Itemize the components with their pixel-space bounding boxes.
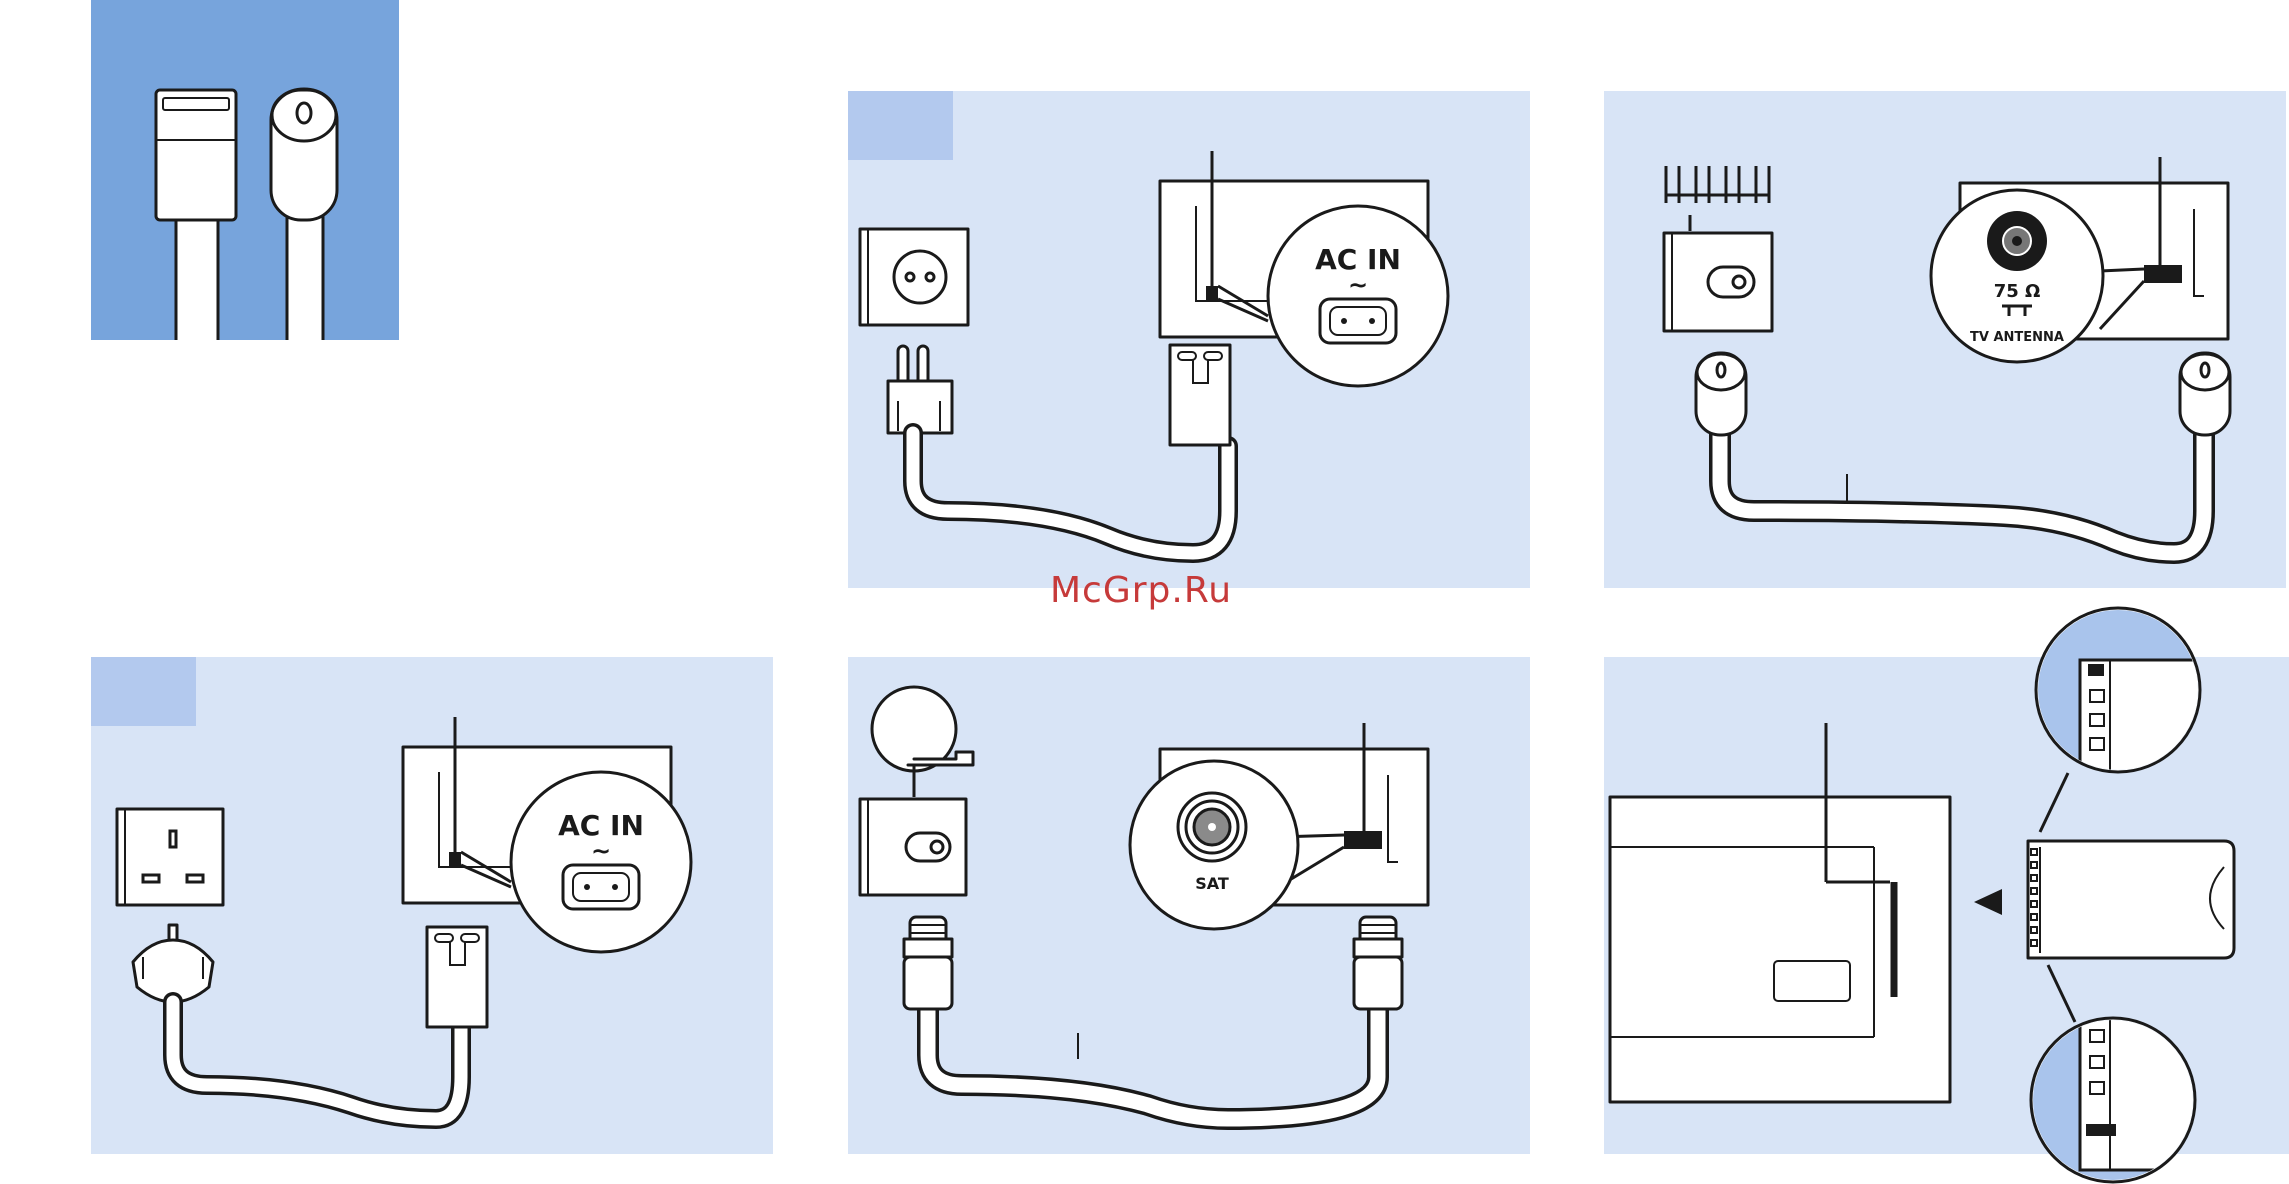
impedance-label: 75 Ω	[1994, 281, 2041, 302]
ac-symbol: ~	[591, 837, 611, 865]
panel-uk-power: AC IN ~	[91, 657, 773, 1154]
coax-connector-icon	[271, 90, 337, 220]
eu-power-illustration: AC IN ~	[848, 91, 1530, 588]
antenna-wall-outlet-icon	[1664, 233, 1772, 331]
coax-plug-right-icon	[2180, 353, 2230, 435]
sat-label: SAT	[1195, 874, 1229, 893]
tv-antenna-label: TV ANTENNA	[1970, 330, 2064, 345]
ac-inlet-icon	[1320, 299, 1396, 343]
panel-satellite: SAT	[848, 657, 1530, 1154]
uk-wall-socket-icon	[117, 809, 223, 905]
panel-antenna: 75 Ω TV ANTENNA	[1604, 91, 2286, 588]
cable-ends-illustration	[91, 0, 399, 340]
card-bottom-magnifier-icon	[2020, 1010, 2230, 1184]
ac-inlet-icon	[563, 865, 639, 909]
card-top-magnifier-icon	[2030, 600, 2230, 800]
f-plug-left-icon	[904, 917, 952, 1009]
ac-symbol: ~	[1348, 271, 1368, 299]
watermark-text: McGrp.Ru	[1050, 570, 1232, 611]
f-plug-right-icon	[1354, 917, 1402, 1009]
hero-cable-block	[91, 0, 399, 340]
tv-side-icon	[1610, 797, 1950, 1102]
satellite-dish-icon	[872, 687, 973, 797]
card-orientation-magnifiers	[1990, 600, 2230, 1184]
satellite-illustration: SAT	[848, 657, 1530, 1154]
coax-plug-left-icon	[1696, 353, 1746, 435]
uk-power-illustration: AC IN ~	[91, 657, 773, 1154]
antenna-icon	[1666, 166, 1770, 231]
panel-eu-power: AC IN ~	[848, 91, 1530, 588]
antenna-illustration: 75 Ω TV ANTENNA	[1604, 91, 2286, 588]
